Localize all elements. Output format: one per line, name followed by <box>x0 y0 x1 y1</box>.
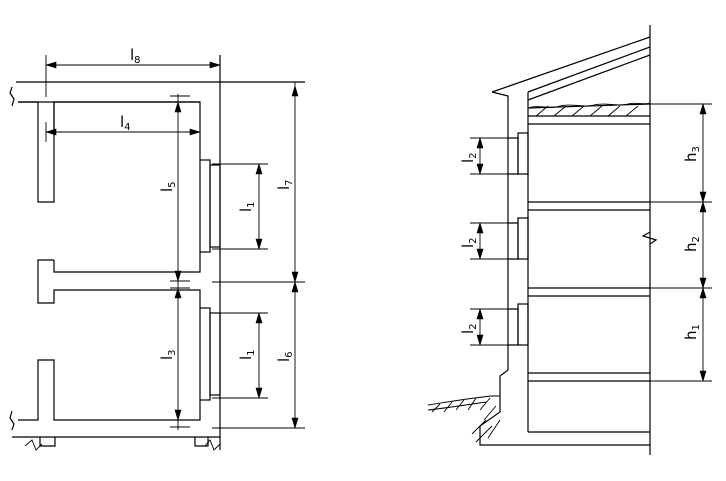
dim-l4-arrow-left <box>44 128 57 136</box>
label-l1-top: l1 <box>237 201 257 212</box>
dim-l1-top-arrow-top <box>255 162 263 175</box>
roof-eave <box>491 91 509 370</box>
dim-l2-b-arrow-bottom <box>476 248 484 261</box>
dim-l2-b-arrow-top <box>476 221 484 234</box>
dim-l5-arrow-bottom <box>174 270 182 283</box>
dim-l1-top-arrow-bottom <box>255 238 263 251</box>
label-h2: h2 <box>682 236 702 252</box>
window-frame-1 <box>508 308 519 346</box>
label-l5: l5 <box>158 181 178 192</box>
label-l8: l8 <box>130 46 141 66</box>
plan-bottom-room-right <box>18 359 201 421</box>
plan-window-frame-top <box>199 159 211 253</box>
dim-l6-arrow-top <box>291 280 299 293</box>
dim-h1-arrow-top <box>699 286 707 299</box>
window-glass-2 <box>517 217 529 260</box>
dim-h3-arrow-bottom <box>699 191 707 204</box>
section-break-symbol <box>641 231 658 245</box>
dim-l8-arrow-right <box>209 61 222 69</box>
window-frame-3 <box>508 137 519 175</box>
label-l3: l3 <box>158 349 178 360</box>
label-l2-b: l2 <box>459 237 479 248</box>
plan-window-glass-top <box>209 164 221 248</box>
roof-outer <box>491 36 651 93</box>
dim-h2-arrow-top <box>699 200 707 213</box>
plan-view: l8 l4 l5 l1 l7 l3 l1 l6 <box>9 46 305 451</box>
dim-l6-arrow-bottom <box>291 417 299 430</box>
label-l4: l4 <box>120 113 131 133</box>
dim-l1-bot-arrow-top <box>255 311 263 324</box>
window-frame-2 <box>508 222 519 260</box>
dim-l4-arrow-right <box>189 128 202 136</box>
plan-window-frame-bottom <box>199 307 211 401</box>
dim-l2-c-arrow-top <box>476 307 484 320</box>
plan-break-symbol-1 <box>24 439 43 451</box>
dim-l5-arrow-top <box>174 100 182 113</box>
plan-wall-outline <box>9 86 15 107</box>
plan-wall-top-line <box>18 101 201 160</box>
plan-left-column-top <box>18 101 55 203</box>
label-h3: h3 <box>682 146 702 162</box>
plan-break-symbol-2 <box>204 439 221 451</box>
ground-hatch-base <box>427 401 487 411</box>
dim-h1-arrow-bottom <box>699 370 707 383</box>
plan-middle-slab <box>53 252 201 273</box>
label-l7: l7 <box>275 179 295 190</box>
plan-bottom-break-mid <box>39 437 56 447</box>
dim-h2-arrow-bottom <box>699 277 707 290</box>
dim-l2-c-arrow-bottom <box>476 334 484 347</box>
dim-h3-arrow-top <box>699 102 707 115</box>
dim-l7-arrow-bottom <box>291 271 299 284</box>
label-l1-bottom: l1 <box>237 349 257 360</box>
dim-l1-bot-arrow-bottom <box>255 387 263 400</box>
roof-inner-2 <box>527 54 651 101</box>
label-l2-a: l2 <box>459 152 479 163</box>
plan-window-glass-bottom <box>209 312 221 396</box>
dim-l8-arrow-left <box>44 61 57 69</box>
foundation-outline <box>479 369 650 446</box>
plan-top-room-outline <box>53 101 200 130</box>
roof-inner-1 <box>527 46 651 93</box>
dim-l3-arrow-top <box>174 286 182 299</box>
plan-bottom-break-left <box>9 410 15 431</box>
dim-l7-arrow-top <box>291 84 299 97</box>
label-h1: h1 <box>682 324 702 340</box>
dim-l3-arrow-bottom <box>174 409 182 422</box>
section-view: l2 l2 l2 h3 h2 h1 <box>427 25 712 455</box>
ceiling-hatch <box>527 102 651 117</box>
plan-bottom-break-right <box>194 437 209 447</box>
plan-top-room-bottom <box>37 259 201 308</box>
dim-l2-a-arrow-top <box>476 136 484 149</box>
label-l2-c: l2 <box>459 323 479 334</box>
dim-l2-a-arrow-bottom <box>476 163 484 176</box>
window-glass-3 <box>517 132 529 175</box>
window-glass-1 <box>517 303 529 346</box>
label-l6: l6 <box>275 351 295 362</box>
